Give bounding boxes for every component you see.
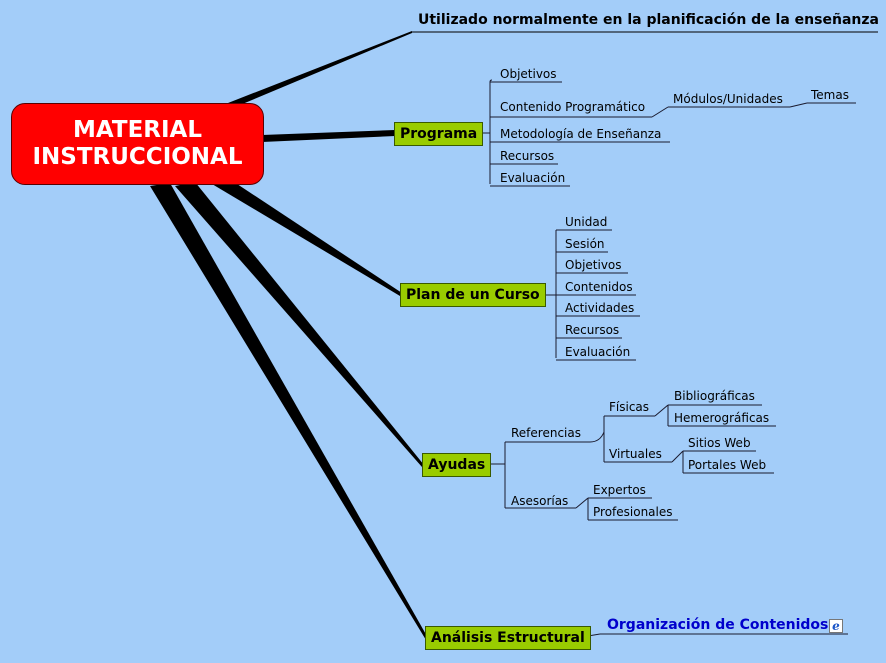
ayudas-virtuales: Virtuales: [609, 447, 662, 461]
ayudas-asesorias: Asesorías: [511, 494, 569, 508]
programa-item-5: Evaluación: [500, 171, 566, 185]
spoke-analisis: [150, 183, 428, 640]
ayudas-asesorias-item-2: Profesionales: [593, 505, 673, 519]
branch-plan-curso[interactable]: Plan de un Curso: [400, 283, 546, 307]
plan-item-1: Unidad: [565, 215, 608, 229]
programa-sub: Módulos/Unidades: [673, 92, 783, 106]
programa-item-2: Contenido Programático: [500, 100, 646, 114]
root-title-line1: MATERIAL: [72, 117, 203, 143]
programa-item-1: Objetivos: [500, 67, 557, 81]
plan-item-7: Evaluación: [565, 345, 631, 359]
organizacion-contenidos-link[interactable]: Organización de Contenidos: [607, 617, 829, 633]
plan-item-4: Contenidos: [565, 280, 633, 294]
ayudas-virtuales-item-1: Sitios Web: [688, 436, 751, 450]
ayudas-virtuales-item-2: Portales Web: [688, 458, 767, 472]
spoke-ayudas: [175, 182, 424, 467]
ayudas-asesorias-item-1: Expertos: [593, 483, 646, 497]
root-node[interactable]: MATERIAL INSTRUCCIONAL: [11, 103, 264, 185]
spoke-plan: [212, 178, 402, 296]
branch-ayudas[interactable]: Ayudas: [422, 453, 492, 477]
plan-item-6: Recursos: [565, 323, 620, 337]
ayudas-referencias: Referencias: [511, 426, 581, 440]
programa-subsub: Temas: [811, 88, 849, 102]
internet-explorer-icon[interactable]: e: [829, 619, 843, 633]
ayudas-fisicas-item-1: Bibliográficas: [674, 389, 755, 403]
plan-item-2: Sesión: [565, 237, 605, 251]
note-text: Utilizado normalmente en la planificació…: [418, 12, 879, 28]
ayudas-fisicas-item-2: Hemerográficas: [674, 411, 770, 425]
plan-item-5: Actividades: [565, 301, 635, 315]
plan-item-3: Objetivos: [565, 258, 622, 272]
root-title-line2: INSTRUCCIONAL: [32, 144, 243, 170]
branch-analisis-estructural[interactable]: Análisis Estructural: [425, 626, 591, 650]
programa-item-3: Metodología de Enseñanza: [500, 127, 662, 141]
ayudas-fisicas: Físicas: [609, 400, 650, 414]
programa-item-4: Recursos: [500, 149, 555, 163]
spoke-programa: [262, 130, 395, 142]
spoke-note: [228, 31, 412, 105]
branch-programa[interactable]: Programa: [394, 122, 484, 146]
